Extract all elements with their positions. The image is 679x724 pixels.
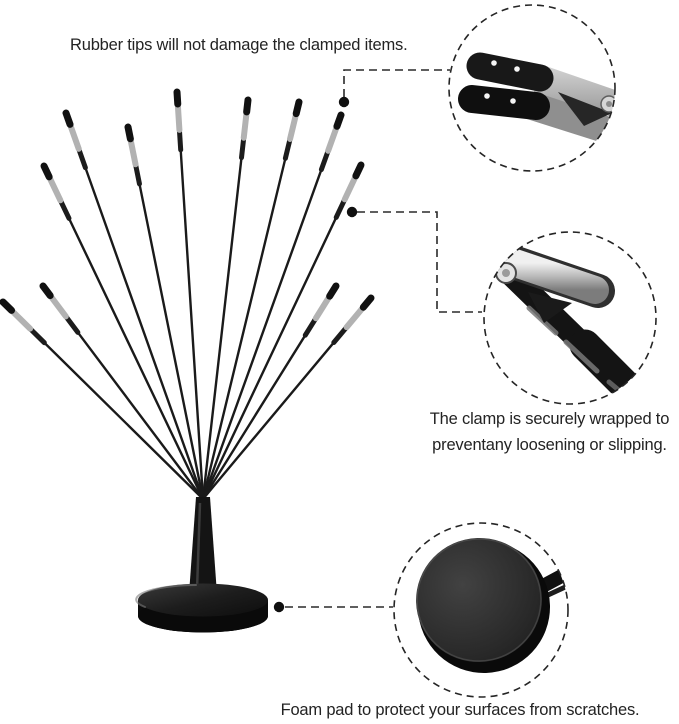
clip-rubber-cap xyxy=(62,109,74,128)
wire xyxy=(201,330,309,501)
callout-dot xyxy=(346,206,358,218)
wire xyxy=(40,338,205,501)
callout-circle xyxy=(448,4,616,172)
wrap-sheen xyxy=(526,305,559,336)
clip-rubber-cap xyxy=(292,98,303,118)
callout-wrapped-clamp xyxy=(346,206,657,405)
stand-pole xyxy=(189,497,217,594)
clamp-rod-wide xyxy=(569,329,656,404)
stand-base xyxy=(135,583,268,633)
caption-foam-pad: Foam pad to protect your surfaces from s… xyxy=(280,701,640,719)
wire xyxy=(137,178,205,501)
rubber-tips-photo xyxy=(458,52,615,159)
wire xyxy=(179,144,205,501)
caption-clamp-wrap-line1: The clamp is securely wrapped to xyxy=(429,410,670,428)
clip-rubber-cap xyxy=(39,282,54,300)
clip-rubber-cap xyxy=(0,298,16,314)
wrapped-clamp-photo xyxy=(484,245,656,404)
base-disc-face xyxy=(416,537,542,663)
callouts xyxy=(273,4,657,698)
clip-rubber-cap xyxy=(173,88,182,108)
wire xyxy=(74,327,205,501)
clip-rubber-cap xyxy=(359,294,375,311)
callout-connector xyxy=(343,69,450,97)
wire xyxy=(201,152,244,501)
clip-metal-arm-lower xyxy=(527,92,615,159)
rubber-tip-hole xyxy=(514,66,520,72)
caption-clamp-wrap-line2: preventany loosening or slipping. xyxy=(432,435,667,454)
caption-clamp-wrap: The clamp is securely wrapped to prevent… xyxy=(420,407,679,458)
wrap-sheen xyxy=(563,339,600,374)
stand-pole-highlight xyxy=(195,502,202,591)
wire-arms xyxy=(0,88,375,501)
wire xyxy=(201,212,340,501)
clip-jaw-notch xyxy=(558,92,612,126)
stand xyxy=(0,88,375,633)
clip-rubber-cap xyxy=(243,96,252,116)
wire xyxy=(82,162,205,501)
clamp-lever xyxy=(501,249,609,304)
rubber-tip-hole xyxy=(484,93,490,99)
callout-dot xyxy=(338,96,350,108)
rubber-tip-upper xyxy=(466,52,554,92)
wire xyxy=(201,338,338,501)
clip-rubber-cap xyxy=(40,162,53,181)
rubber-tip-hole xyxy=(510,98,516,104)
clamp-jaw-shadow xyxy=(528,292,572,323)
callout-circle xyxy=(393,522,569,698)
base-stub xyxy=(536,564,568,593)
foam-pad-photo xyxy=(416,537,568,673)
clip-rubber-cap xyxy=(326,282,340,300)
base-top xyxy=(138,583,268,617)
base-rim-highlight xyxy=(135,584,197,608)
wire xyxy=(66,213,205,501)
callout-foam-pad xyxy=(273,522,569,698)
clip-rivet-center xyxy=(606,101,612,107)
callout-circle xyxy=(483,231,657,405)
callout-rubber-tips xyxy=(338,4,616,172)
callout-connector xyxy=(357,211,482,313)
rubber-tip-lower xyxy=(458,85,550,120)
caption-rubber-tips: Rubber tips will not damage the clamped … xyxy=(70,36,408,54)
clip-rubber-cap xyxy=(352,161,365,180)
wire xyxy=(201,153,288,501)
clamp-screw-center xyxy=(502,269,510,277)
clip-rubber-cap xyxy=(124,123,134,143)
callout-dot xyxy=(273,601,285,613)
rubber-tip-hole xyxy=(491,60,497,66)
wire xyxy=(201,164,324,501)
base-stub-shadow xyxy=(545,580,568,598)
base-disc-edge-light xyxy=(416,538,542,662)
clip-rubber-cap xyxy=(333,111,345,130)
